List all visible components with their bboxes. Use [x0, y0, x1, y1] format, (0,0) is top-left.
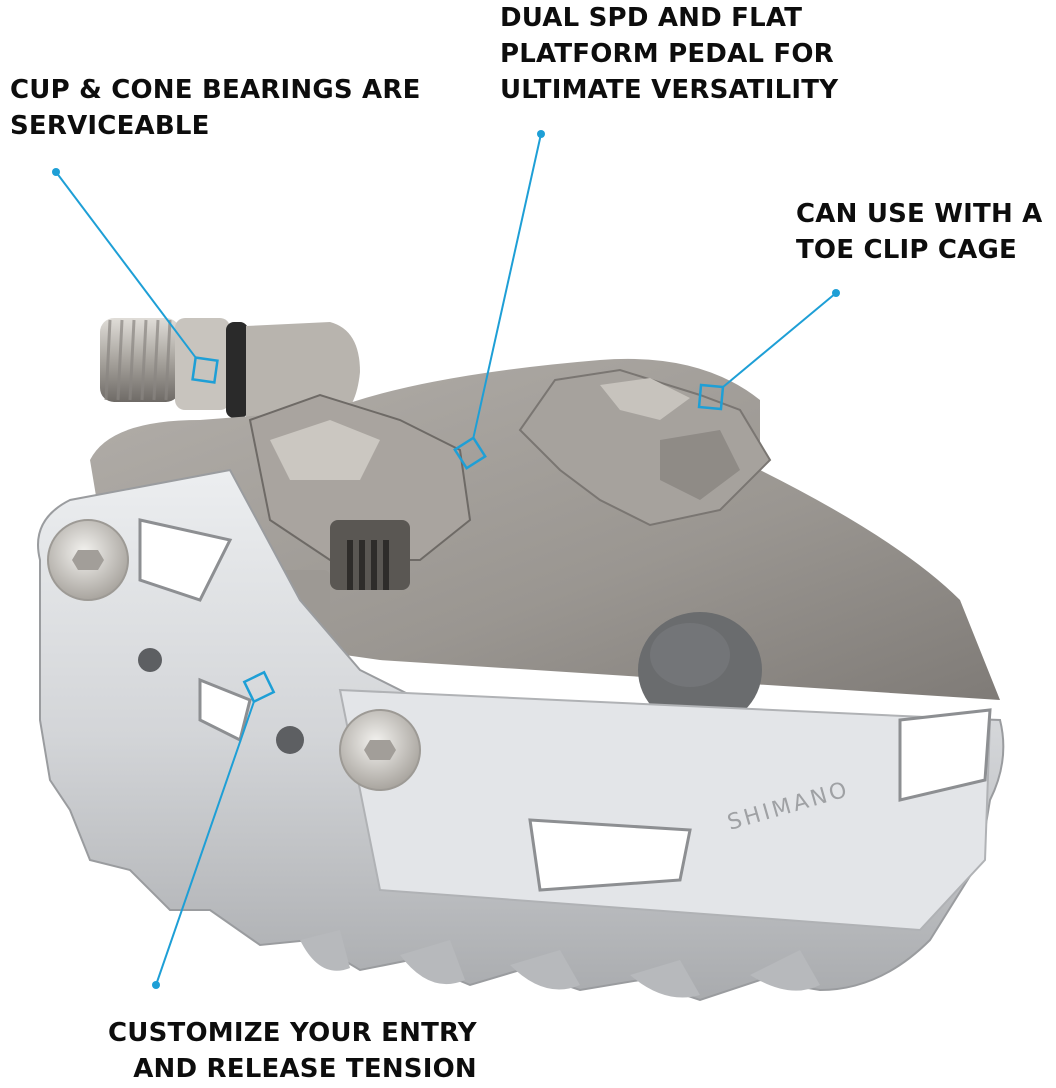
- platform-cage: SHIMANO: [37, 468, 1005, 1002]
- callout-line: PLATFORM PEDAL FOR: [500, 39, 834, 69]
- callout-line: CUSTOMIZE YOUR ENTRY: [108, 1018, 477, 1048]
- marker-square-icon: [191, 356, 219, 384]
- callout-line: CAN USE WITH A: [796, 199, 1043, 229]
- callout-dual-platform: DUAL SPD AND FLAT PLATFORM PEDAL FOR ULT…: [500, 0, 838, 108]
- callout-toe-clip: CAN USE WITH A TOE CLIP CAGE: [796, 196, 1043, 268]
- marker-square-icon: [453, 436, 487, 470]
- marker-square-icon: [242, 670, 276, 704]
- leader-line: [155, 701, 255, 986]
- leader-dot-icon: [832, 289, 840, 297]
- callout-line: ULTIMATE VERSATILITY: [500, 75, 839, 105]
- callout-line: AND RELEASE TENSION: [133, 1054, 477, 1084]
- callout-tension: CUSTOMIZE YOUR ENTRY AND RELEASE TENSION: [108, 1015, 477, 1087]
- leader-line: [472, 133, 542, 439]
- leader-line: [55, 171, 197, 359]
- pedal-body: [90, 358, 1000, 728]
- seal-ring: [226, 322, 248, 418]
- leader-dot-icon: [152, 981, 160, 989]
- callout-line: SERVICEABLE: [10, 111, 210, 141]
- callout-line: TOE CLIP CAGE: [796, 235, 1017, 265]
- leader-line: [722, 292, 837, 388]
- callout-bearings: CUP & CONE BEARINGS ARE SERVICEABLE: [10, 72, 421, 144]
- leader-dot-icon: [52, 168, 60, 176]
- callout-line: CUP & CONE BEARINGS ARE: [10, 75, 421, 105]
- marker-square-icon: [697, 383, 725, 411]
- leader-dot-icon: [537, 130, 545, 138]
- callout-line: DUAL SPD AND FLAT: [500, 3, 803, 33]
- callout-graphics: [52, 130, 840, 989]
